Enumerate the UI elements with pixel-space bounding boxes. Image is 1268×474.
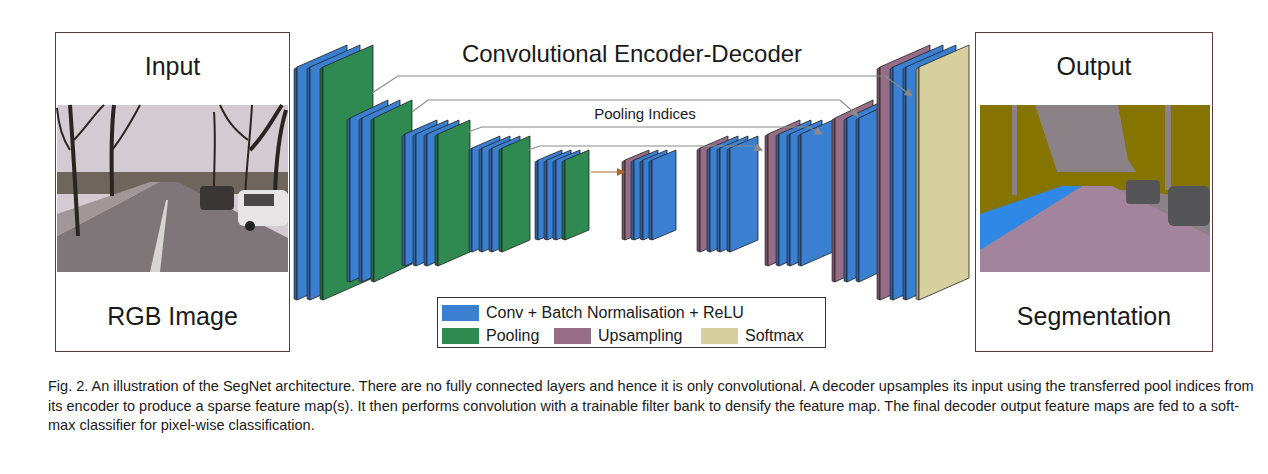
layer-edge <box>890 67 893 300</box>
legend-box: Conv + Batch Normalisation + ReLU Pooling… <box>437 297 826 348</box>
layer-face <box>801 120 833 266</box>
tree-trunk <box>213 112 216 188</box>
layer-slab <box>649 150 676 240</box>
layer-edge <box>727 148 730 252</box>
tree-trunk <box>245 105 252 200</box>
layer-slab <box>727 136 758 252</box>
layer-edge <box>544 160 547 240</box>
layer-edge <box>717 148 720 252</box>
layer-slab <box>798 120 833 266</box>
layer-edge <box>562 160 565 240</box>
pole-class <box>1012 105 1017 195</box>
tree-trunk <box>275 110 286 195</box>
street-photo <box>57 105 288 272</box>
box-label: RGB Image <box>107 301 238 331</box>
sidewalk <box>57 182 160 236</box>
layer-edge <box>640 160 643 240</box>
layer-edge <box>649 160 652 240</box>
tree-trunk <box>112 105 140 150</box>
pooling-index-arrow <box>591 171 624 172</box>
layer-edge <box>469 148 472 252</box>
car-wheel <box>245 221 255 231</box>
layer-face <box>919 45 969 300</box>
layer-slab <box>435 120 470 266</box>
sidewalk-class <box>980 186 1082 250</box>
car <box>200 186 234 210</box>
layer-face <box>730 136 758 252</box>
legend-swatch <box>701 328 738 344</box>
tree-trunk <box>220 105 248 140</box>
pooling-index-arrow <box>372 76 912 96</box>
road <box>57 182 288 272</box>
lane-mark <box>150 200 168 272</box>
layer-edge <box>697 148 700 252</box>
pooling-index-arrow <box>468 127 822 134</box>
input-box: InputRGB Image <box>55 32 290 352</box>
layer-edge <box>798 134 801 266</box>
diagram-title: Convolutional Encoder-Decoder <box>462 40 802 68</box>
layer-edge <box>435 134 438 266</box>
layer-edge <box>787 134 790 266</box>
layer-edge <box>765 134 768 266</box>
box-heading: Output <box>1056 51 1131 81</box>
layer-edge <box>402 134 405 266</box>
tree-trunk <box>74 105 104 140</box>
layer-edge <box>877 67 880 300</box>
sky-class <box>980 105 1210 272</box>
sky <box>57 105 288 272</box>
layer-edge <box>903 67 906 300</box>
legend-swatch <box>442 328 479 344</box>
car <box>238 190 288 226</box>
legend-label: Upsampling <box>598 327 682 345</box>
pooling-index-arrow <box>528 146 762 150</box>
layer-slab <box>499 136 530 252</box>
car-class <box>1168 186 1210 226</box>
figure-caption: Fig. 2. An illustration of the SegNet ar… <box>48 377 1260 436</box>
layer-face <box>565 150 589 240</box>
layer-edge <box>553 160 556 240</box>
layer-edge <box>856 118 859 282</box>
layer-edge <box>294 67 297 300</box>
layer-slab <box>562 150 589 240</box>
car-class <box>1126 180 1160 204</box>
layer-edge <box>916 67 919 300</box>
layer-edge <box>844 118 847 282</box>
layer-face <box>502 136 530 252</box>
layer-slab <box>916 45 969 300</box>
legend-label: Pooling <box>486 327 539 345</box>
layer-face <box>438 120 470 266</box>
layer-edge <box>489 148 492 252</box>
layer-edge <box>320 67 323 300</box>
legend-swatch <box>554 328 591 344</box>
box-heading: Input <box>145 51 201 81</box>
network <box>294 45 969 300</box>
tree-trunk <box>70 105 78 236</box>
layer-edge <box>832 118 835 282</box>
layer-edge <box>307 67 310 300</box>
layer-edge <box>359 118 362 282</box>
arrow-label: Pooling Indices <box>591 105 699 122</box>
output-box: OutputSegmentation <box>975 32 1213 352</box>
layer-edge <box>479 148 482 252</box>
layer-edge <box>631 160 634 240</box>
tree-trunk <box>57 108 70 150</box>
layer-edge <box>499 148 502 252</box>
legend-label: Softmax <box>745 327 804 345</box>
layer-edge <box>707 148 710 252</box>
layer-face <box>652 150 676 240</box>
layer-edge <box>347 118 350 282</box>
layer-edge <box>535 160 538 240</box>
legend-swatch <box>442 305 479 321</box>
car-window <box>244 194 274 206</box>
pole-class <box>1165 105 1171 190</box>
road-class <box>980 186 1210 272</box>
layer-edge <box>776 134 779 266</box>
box-label: Segmentation <box>1017 301 1171 331</box>
layer-edge <box>413 134 416 266</box>
layer-edge <box>371 118 374 282</box>
segmentation-map <box>980 105 1210 272</box>
legend-label: Conv + Batch Normalisation + ReLU <box>486 304 744 322</box>
layer-edge <box>424 134 427 266</box>
